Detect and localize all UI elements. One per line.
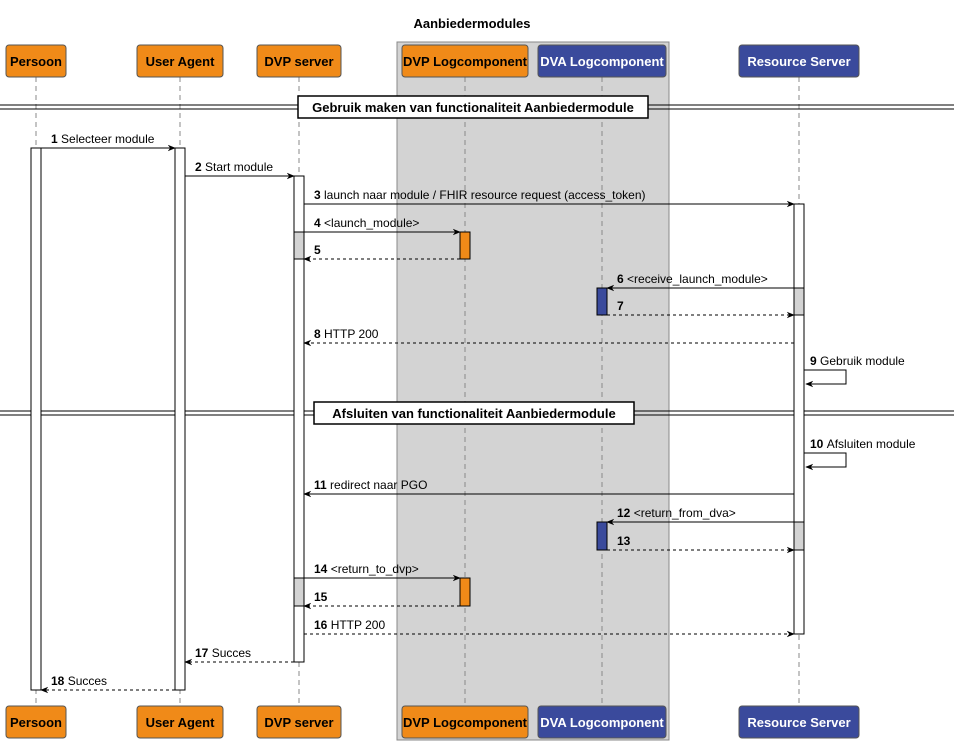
participant-label: Persoon [10, 715, 62, 730]
message-16: 16 HTTP 200 [304, 618, 795, 638]
message-11: 11 redirect naar PGO [303, 478, 794, 498]
participant-dvp-top: DVP server [256, 44, 342, 78]
participant-label: DVP server [264, 54, 333, 69]
message-label: 13 [617, 534, 631, 548]
message-15: 15 [303, 590, 460, 610]
message-3: 3 launch naar module / FHIR resource req… [304, 188, 795, 208]
participant-box [136, 705, 224, 739]
activation-persoon [30, 147, 42, 691]
message-4: 4 <launch_module> [304, 216, 461, 236]
message-label: 6 <receive_launch_module> [617, 272, 768, 286]
participant-box [537, 705, 667, 739]
participant-label: DVP Logcomponent [403, 54, 528, 69]
log-components-group-box [396, 41, 670, 741]
message-12: 12 <return_from_dva> [606, 506, 794, 526]
message-label: 9 Gebruik module [810, 354, 905, 368]
participant-box [256, 705, 342, 739]
participants-bottom: Persoon User Agent DVP server DVP Logcompon… [5, 705, 860, 739]
participant-dvplog-bottom: DVP Logcomponent [401, 705, 529, 739]
participant-box [537, 44, 667, 78]
message-9: 9 Gebruik module [804, 354, 905, 388]
participant-box [738, 705, 860, 739]
participant-dvalog-bottom: DVA Logcomponent [537, 705, 667, 739]
message-label: 3 launch naar module / FHIR resource req… [314, 188, 646, 202]
activation-rs [793, 287, 805, 316]
message-label: 11 redirect naar PGO [314, 478, 427, 492]
message-13: 13 [607, 534, 795, 554]
message-label: 14 <return_to_dvp> [314, 562, 419, 576]
divider-label-box [297, 95, 649, 119]
participant-label: DVP server [264, 715, 333, 730]
participant-label: User Agent [146, 715, 216, 730]
message-10: 10 Afsluiten module [804, 437, 916, 471]
divider-label: Gebruik maken van functionaliteit Aanbie… [312, 100, 634, 115]
message-label: 15 [314, 590, 328, 604]
activation-dvp [293, 231, 305, 260]
message-label: 10 Afsluiten module [810, 437, 916, 451]
participant-box [738, 44, 860, 78]
message-17: 17 Succes [184, 646, 294, 666]
diagram-title: Aanbiedermodules [413, 16, 530, 31]
message-label: 7 [617, 299, 624, 313]
participant-box [401, 705, 529, 739]
message-5: 5 [303, 243, 460, 263]
participant-dvp-bottom: DVP server [256, 705, 342, 739]
message-18: 18 Succes [40, 674, 175, 694]
participant-persoon-top: Persoon [5, 44, 67, 78]
activation-dvalog [596, 287, 608, 316]
activation-rs [793, 203, 805, 635]
participant-box [256, 44, 342, 78]
participant-ua-top: User Agent [136, 44, 224, 78]
message-label: 2 Start module [195, 160, 273, 174]
activation-dvp [293, 577, 305, 607]
message-2: 2 Start module [185, 160, 295, 180]
message-6: 6 <receive_launch_module> [606, 272, 794, 292]
message-arrow [804, 452, 847, 471]
message-label: 18 Succes [51, 674, 107, 688]
participant-persoon-bottom: Persoon [5, 705, 67, 739]
message-label: 4 <launch_module> [314, 216, 419, 230]
activation-rs [793, 521, 805, 551]
message-label: 8 HTTP 200 [314, 327, 379, 341]
participant-box [5, 44, 67, 78]
participant-label: Resource Server [747, 54, 850, 69]
messages: 1 Selecteer module 2 Start module 3 launch… [40, 132, 916, 694]
message-7: 7 [607, 299, 795, 319]
participant-dvalog-top: DVA Logcomponent [537, 44, 667, 78]
participant-box [136, 44, 224, 78]
activation-dvplog [459, 577, 471, 607]
participant-label: DVA Logcomponent [540, 715, 664, 730]
participant-rs-top: Resource Server [738, 44, 860, 78]
participant-box [401, 44, 529, 78]
participant-label: DVP Logcomponent [403, 715, 528, 730]
divider-label: Afsluiten van functionaliteit Aanbiederm… [332, 406, 615, 421]
message-14: 14 <return_to_dvp> [304, 562, 461, 582]
dividers: Gebruik maken van functionaliteit Aanbie… [0, 95, 954, 425]
participant-label: User Agent [146, 54, 216, 69]
activation-dvplog [459, 231, 471, 260]
activation-bars [30, 147, 805, 691]
participant-rs-bottom: Resource Server [738, 705, 860, 739]
message-8: 8 HTTP 200 [303, 327, 794, 347]
activation-dvalog [596, 521, 608, 551]
activation-ua [174, 147, 186, 691]
participant-dvplog-top: DVP Logcomponent [401, 44, 529, 78]
participant-label: Resource Server [747, 715, 850, 730]
message-arrow [804, 369, 847, 388]
message-1: 1 Selecteer module [41, 132, 176, 152]
participant-ua-bottom: User Agent [136, 705, 224, 739]
message-label: 5 [314, 243, 321, 257]
participant-box [5, 705, 67, 739]
participants-top: Persoon User Agent DVP server DVP Logcompon… [5, 44, 860, 78]
divider-label-box [313, 401, 635, 425]
message-label: 1 Selecteer module [51, 132, 155, 146]
message-label: 17 Succes [195, 646, 251, 660]
participant-label: Persoon [10, 54, 62, 69]
message-label: 16 HTTP 200 [314, 618, 385, 632]
message-label: 12 <return_from_dva> [617, 506, 736, 520]
activation-dvp [293, 175, 305, 663]
participant-label: DVA Logcomponent [540, 54, 664, 69]
